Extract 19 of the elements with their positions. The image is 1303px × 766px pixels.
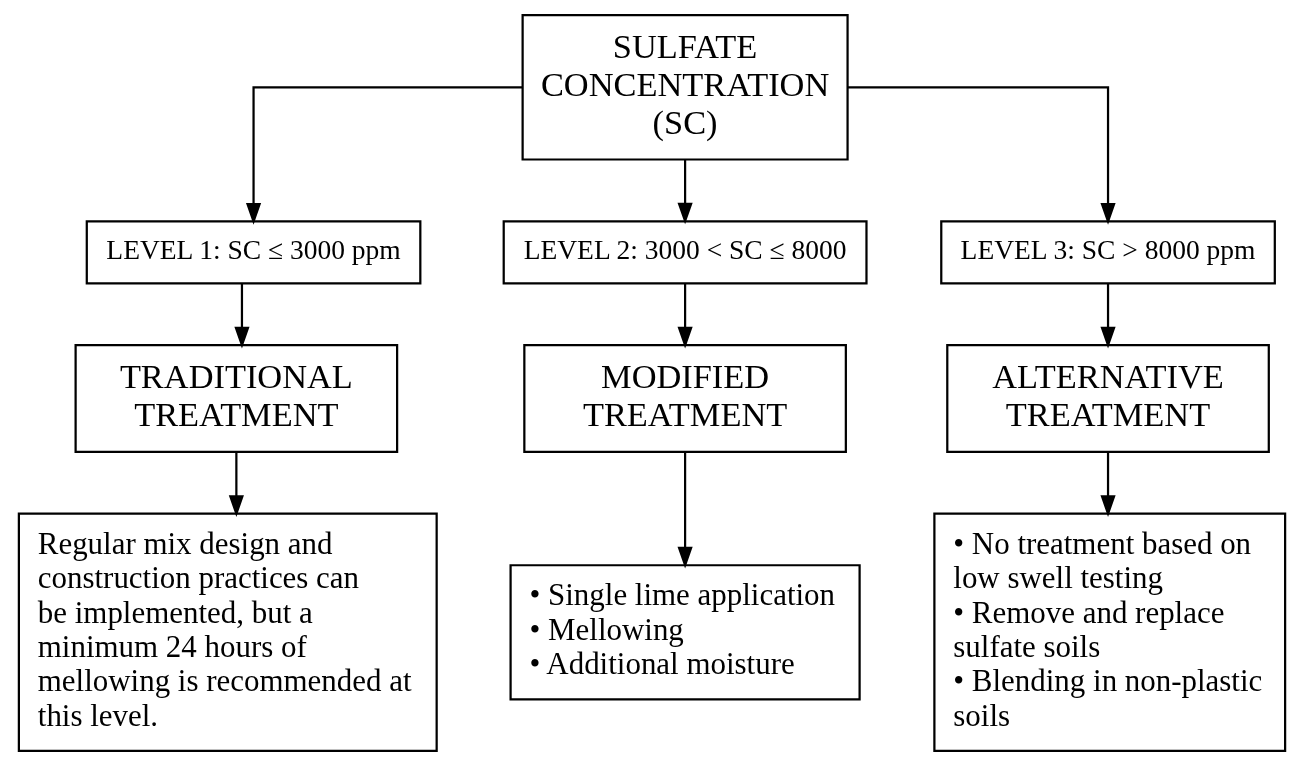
node-box: MODIFIED TREATMENT — [522, 344, 847, 453]
arrow — [677, 283, 693, 349]
arrow — [1099, 283, 1116, 349]
arrow — [228, 452, 244, 518]
node-box: • Single lime application • Mellowing • Additional moisture — [508, 564, 861, 701]
node-box: LEVEL 3: SC > 8000 ppm — [939, 220, 1276, 285]
node-box: • No treatment based on low swell testing • Remove and replace sulfate soils • Blending in non-plastic soils — [932, 512, 1286, 753]
arrow — [847, 86, 1116, 225]
node-box: LEVEL 2: 3000 < SC ≤ 8000 — [502, 220, 868, 285]
node-box: LEVEL 1: SC ≤ 3000 ppm — [85, 220, 421, 285]
arrow — [677, 452, 693, 569]
arrow — [245, 86, 523, 225]
arrow — [1099, 452, 1116, 518]
node-box: TRADITIONAL TREATMENT — [74, 344, 398, 453]
node-box: Regular mix design and construction practices can be implemented, but a minimum 24 hours of mellowing is recommended at this level. — [17, 512, 438, 753]
arrow — [233, 283, 250, 349]
arrow — [677, 159, 693, 225]
node-box: ALTERNATIVE TREATMENT — [945, 344, 1270, 453]
node-box: SULFATE CONCENTRATION (SC) — [521, 13, 849, 161]
